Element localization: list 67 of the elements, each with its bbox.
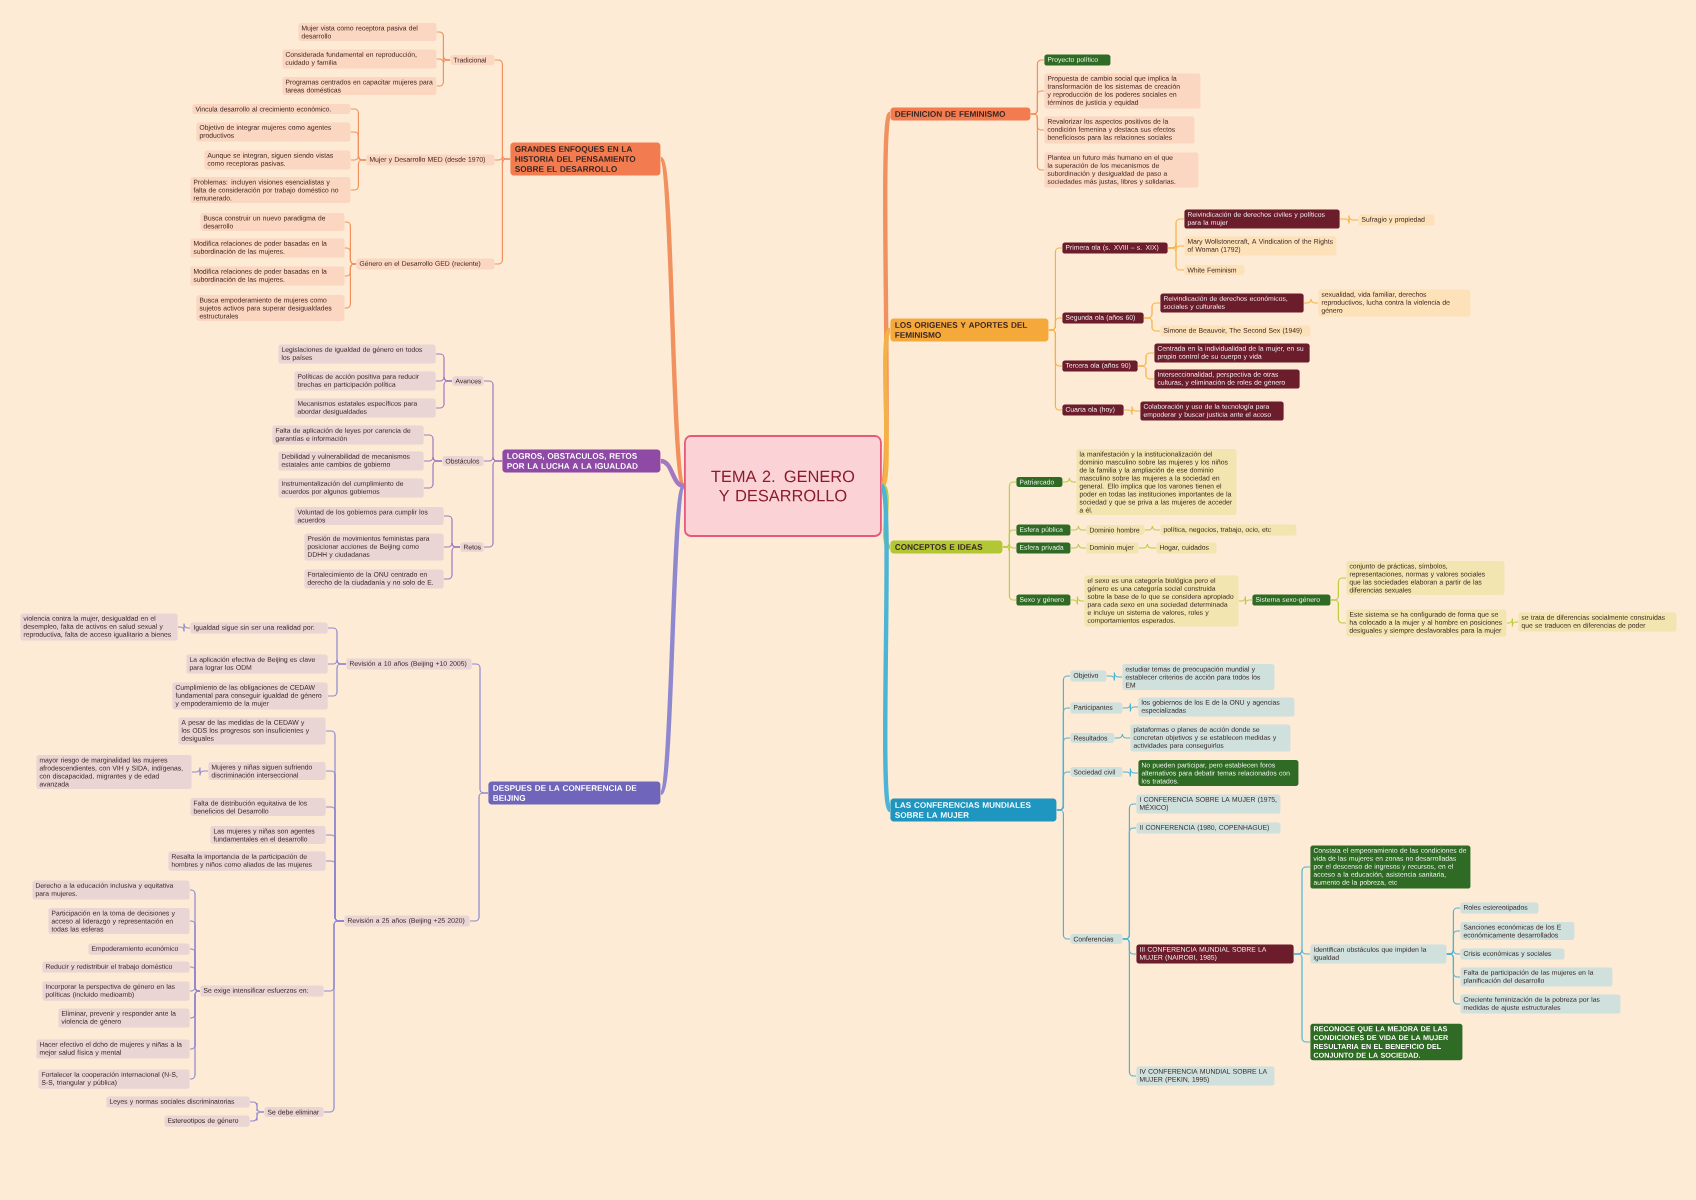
connector-line bbox=[494, 158, 511, 265]
connector-line bbox=[879, 485, 893, 811]
connector-line bbox=[658, 485, 686, 794]
connector-line bbox=[1167, 247, 1185, 271]
connector-line bbox=[660, 458, 685, 489]
connector-line bbox=[423, 460, 443, 489]
connector-line bbox=[1143, 317, 1161, 332]
connector-line bbox=[1070, 525, 1087, 531]
connector-line bbox=[483, 460, 503, 548]
connector-line bbox=[436, 59, 451, 87]
connector-line bbox=[1056, 771, 1071, 811]
connector-line bbox=[177, 622, 191, 633]
connector-line bbox=[1293, 953, 1311, 1043]
connector-line bbox=[1238, 595, 1253, 606]
connector-line bbox=[443, 546, 461, 580]
connector-line bbox=[249, 1111, 265, 1122]
connector-line bbox=[189, 990, 201, 1080]
connector-line bbox=[1123, 405, 1141, 416]
connector-line bbox=[1030, 90, 1045, 115]
connector-line bbox=[1330, 599, 1347, 624]
connector-line bbox=[658, 158, 687, 487]
connector-line bbox=[1030, 113, 1045, 171]
connector-line bbox=[249, 1101, 265, 1113]
connector-line bbox=[1506, 617, 1519, 628]
connector-line bbox=[1056, 809, 1071, 940]
connector-line bbox=[879, 113, 893, 487]
connector-line bbox=[1137, 365, 1155, 380]
connector-line bbox=[191, 766, 209, 777]
connector-line bbox=[1122, 702, 1139, 713]
connector-line bbox=[1122, 938, 1137, 1077]
connector-line bbox=[1138, 543, 1157, 549]
connector-line bbox=[1446, 949, 1461, 955]
connector-line bbox=[1114, 733, 1131, 739]
connector-line bbox=[880, 484, 892, 549]
connector-line bbox=[880, 328, 892, 488]
connector-line bbox=[1143, 302, 1161, 319]
connector-line bbox=[1048, 329, 1063, 411]
connector-line bbox=[1106, 671, 1123, 682]
connector-line bbox=[350, 159, 367, 191]
connector-line bbox=[443, 542, 461, 548]
connector-line bbox=[1002, 529, 1017, 548]
central-topic-box: TEMA 2. GENERO Y DESARROLLO bbox=[684, 435, 882, 537]
connector-line bbox=[1339, 214, 1359, 225]
connector-line bbox=[1122, 827, 1137, 940]
connector-line bbox=[189, 986, 201, 992]
connector-line bbox=[1002, 546, 1017, 601]
connector-line bbox=[189, 966, 201, 992]
connector-line bbox=[1070, 543, 1087, 549]
connector-line bbox=[1048, 317, 1063, 331]
connector-line bbox=[1293, 949, 1311, 955]
connector-line bbox=[1167, 242, 1185, 252]
connector-line bbox=[494, 59, 511, 160]
connector-line bbox=[1446, 953, 1461, 1005]
connector-line bbox=[1062, 477, 1077, 483]
connector-line bbox=[1330, 577, 1347, 601]
connector-line bbox=[344, 263, 357, 309]
connector-line bbox=[435, 376, 453, 382]
connector-line bbox=[327, 663, 347, 697]
connector-line bbox=[435, 380, 453, 409]
connector-line bbox=[1303, 298, 1319, 304]
connector-line bbox=[344, 247, 357, 265]
connector-line bbox=[1144, 525, 1161, 531]
connector-line bbox=[1137, 352, 1155, 367]
connector-line bbox=[1070, 595, 1085, 606]
connector-line bbox=[436, 54, 451, 65]
connector-line bbox=[1122, 767, 1139, 778]
connector-line bbox=[350, 155, 367, 161]
